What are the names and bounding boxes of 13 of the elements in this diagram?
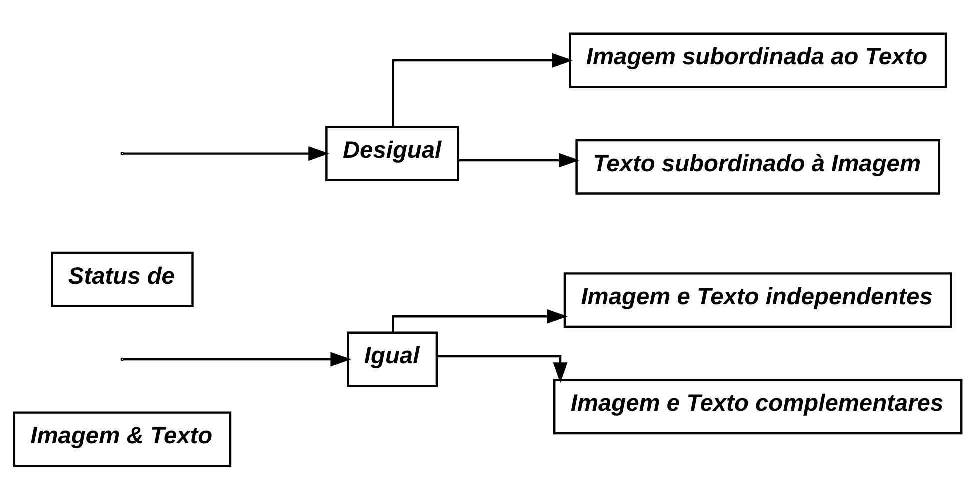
arrow	[392, 53, 574, 127]
node-box: Imagem e Texto independentes	[564, 272, 952, 328]
node-box: Imagem e Texto complementares	[554, 379, 963, 435]
node-box: Igual	[347, 332, 438, 388]
arrow	[437, 355, 568, 384]
arrow	[123, 352, 352, 367]
arrow	[123, 146, 330, 162]
node-box: Desigual	[326, 126, 460, 182]
node-box: Status de	[51, 252, 194, 308]
node-box: Imagem & Texto	[13, 412, 232, 468]
node-box: Imagem subordinada ao Texto	[569, 32, 948, 88]
arrow	[458, 153, 580, 168]
node-box: Texto subordinado à Imagem	[576, 139, 940, 195]
